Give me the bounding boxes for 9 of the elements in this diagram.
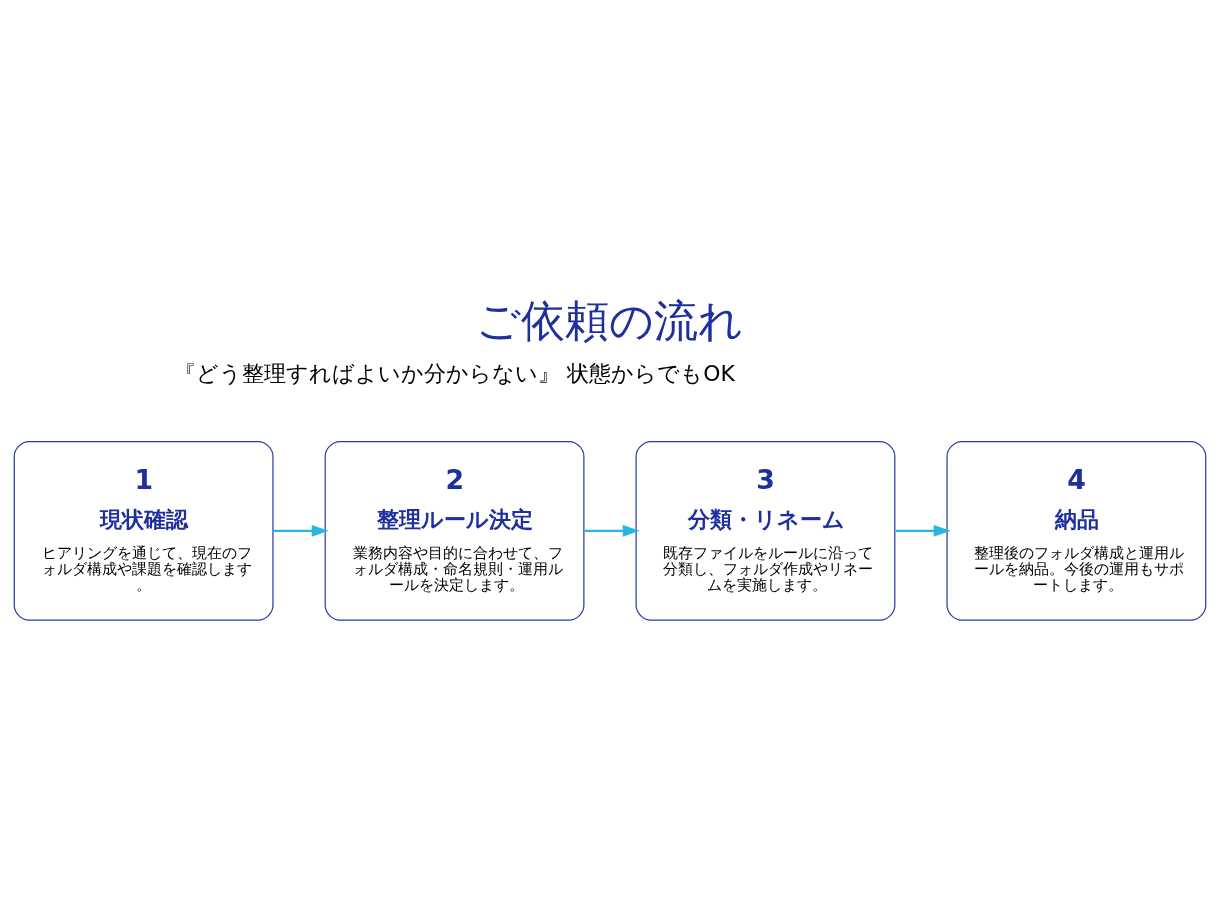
node-box: 4 納品 整理後のフォルダ構成と運用ルールを納品。今後の運用もサポートします。 (946, 440, 1207, 621)
node-box: 2 整理ルール決定 業務内容や目的に合わせて、フォルダ構成・命名規則・運用ルールを決定します。 (324, 440, 585, 621)
node-box: 3 分類・リネーム 既存ファイルをルールに沿って分類し、フォルダ作成やリネームを実施します。 (635, 440, 896, 621)
label: 『どう整理すればよいか分からない』 状態からでもOK (174, 360, 735, 386)
arrow (895, 524, 951, 537)
diagram-title: ご依頼の流れ (476, 294, 744, 346)
arrow (272, 524, 329, 537)
node-box: 1 現状確認 ヒアリングを通じて、現在のフォルダ構成や課題を確認します。 (13, 440, 274, 621)
arrow (584, 524, 640, 537)
